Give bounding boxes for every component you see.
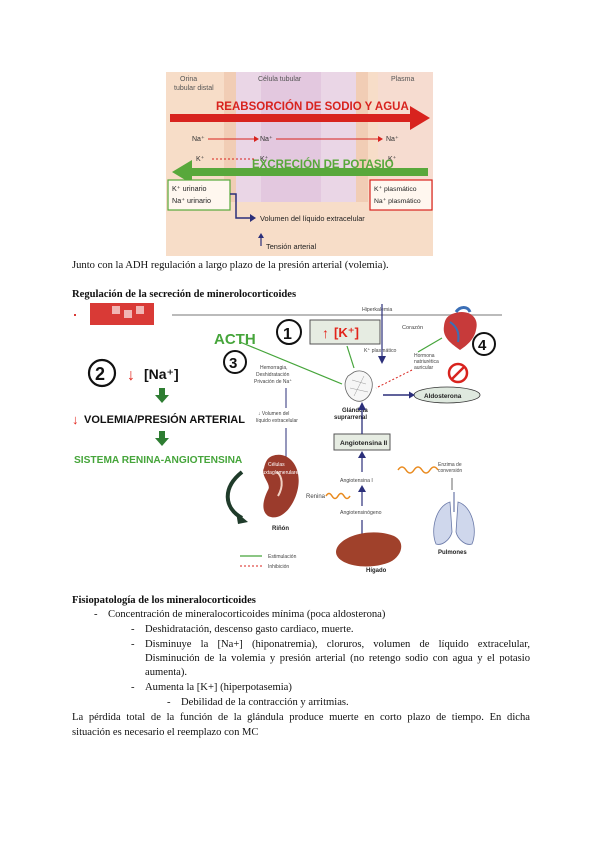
bullet-dash: - xyxy=(131,624,135,635)
hormona-l1: Hormona xyxy=(414,353,435,359)
renina-label: Renina xyxy=(306,494,326,500)
number-4: 4 xyxy=(478,337,487,354)
k-box-label: [K⁺] xyxy=(334,325,359,340)
col-orina-l2: tubular distal xyxy=(174,85,214,92)
legend-estimulacion: Estimulación xyxy=(268,554,297,560)
number-3: 3 xyxy=(229,355,237,372)
number-2: 2 xyxy=(95,364,105,384)
tension-label: Tensión arterial xyxy=(266,242,316,251)
list-item-hiponatremia-l2: Disminución de la volemia y presión arte… xyxy=(145,653,530,664)
angiotensina-ii-label: Angiotensina II xyxy=(340,440,387,447)
ion-na-2: Na⁺ xyxy=(260,135,273,143)
list-item-concentracion: Concentración de mineralocorticoides mín… xyxy=(108,609,386,620)
bullet-dash: - xyxy=(94,609,98,620)
hiperkalemia-label: Hiperkalemia xyxy=(362,307,392,313)
hemorragia-l3: Privación de Na⁺ xyxy=(254,379,292,385)
angiotensinogeno-label: Angiotensinógeno xyxy=(340,510,382,516)
paragraph-adh: Junto con la ADH regulación a largo plaz… xyxy=(72,260,389,271)
col-orina-l1: Orina xyxy=(180,76,197,83)
vol-l1: ↓ Volumen del xyxy=(258,411,289,417)
list-item-hiponatremia-l3: aumenta). xyxy=(145,667,188,678)
adrenal-gland-icon xyxy=(344,370,373,402)
ion-na-3: Na⁺ xyxy=(386,135,399,143)
banner-reabsorcion: REABSORCIÓN DE SODIO Y AGUA xyxy=(216,100,409,113)
bullet-dash: - xyxy=(167,697,171,708)
ion-k-1: K⁺ xyxy=(196,155,205,163)
enzima-l2: conversión xyxy=(438,468,462,474)
vol-l2: líquido extracelular xyxy=(256,418,298,424)
col-plasma: Plasma xyxy=(391,76,414,83)
k-urinario: K⁺ urinario xyxy=(172,184,207,193)
angiotensina-i-label: Angiotensina I xyxy=(340,478,373,484)
bullet-dash: - xyxy=(131,682,135,693)
hormona-l2: natriurética xyxy=(414,359,439,365)
kidney-icon xyxy=(263,454,299,518)
col-celula: Célula tubular xyxy=(258,76,302,83)
volemia-label: VOLEMIA/PRESIÓN ARTERIAL xyxy=(84,413,245,426)
number-1: 1 xyxy=(283,326,292,343)
enzima-l1: Enzima de xyxy=(438,462,462,468)
na-label: [Na⁺] xyxy=(144,366,179,382)
celulas-l2: yuxtaglomerulares xyxy=(260,470,301,476)
na-plasmatico: Na⁺ plasmático xyxy=(374,198,421,205)
heart-icon xyxy=(443,306,477,350)
k-plasmatico-2: K⁺ plasmático xyxy=(364,348,397,354)
paragraph-perdida-l2: situación es necesario el reemplazo con … xyxy=(72,727,259,738)
inhibition-icon xyxy=(447,362,469,384)
arrow-up-k: ↑ xyxy=(322,325,329,341)
corazon-label: Corazón xyxy=(402,325,423,331)
volumen-label: Volumen del líquido extracelular xyxy=(260,214,365,223)
aldosterona-label: Aldosterona xyxy=(424,393,462,400)
heading-regulacion: Regulación de la secreción de mineroloco… xyxy=(72,289,297,300)
hemorragia-l2: Deshidratación xyxy=(256,372,290,378)
ion-na-1: Na⁺ xyxy=(192,135,205,143)
ion-k-3: K⁺ xyxy=(388,155,397,163)
hemorragia-l1: Hemorragia, xyxy=(260,365,288,371)
glandula-l1: Glándula xyxy=(342,408,368,414)
regulation-diagram: 2 ↓ [Na⁺] ↓ VOLEMIA/PRESIÓN ARTERIAL SIS… xyxy=(72,300,502,575)
sodium-potassium-diagram: Orina tubular distal Célula tubular Plas… xyxy=(166,72,433,256)
k-plasmatico: K⁺ plasmático xyxy=(374,186,417,193)
lungs-icon xyxy=(433,492,475,545)
glandula-l2: suprarrenal xyxy=(334,415,367,421)
rinon-label: Riñón xyxy=(272,526,289,532)
arrow-down-volemia: ↓ xyxy=(72,412,79,427)
ion-k-2: K⁺ xyxy=(260,155,269,163)
liver-icon xyxy=(336,532,402,567)
bullet-dash: - xyxy=(131,639,135,650)
legend-inhibicion: Inhibición xyxy=(268,564,289,570)
heading-fisiopatologia: Fisiopatología de los mineralocorticoide… xyxy=(72,595,256,606)
na-urinario: Na⁺ urinario xyxy=(172,196,211,205)
sra-label: SISTEMA RENINA-ANGIOTENSINA xyxy=(74,455,243,466)
hormona-l3: auricular xyxy=(414,365,434,371)
list-item-hiperpotasemia: Aumenta la [K+] (hiperpotasemia) xyxy=(145,682,292,693)
list-item-deshidratacion: Deshidratación, descenso gasto cardiaco,… xyxy=(145,624,354,635)
list-item-hiponatremia-l1: Disminuye la [Na+] (hiponatremia), cloru… xyxy=(145,639,530,650)
pulmones-label: Pulmones xyxy=(438,550,467,556)
arrow-down-na: ↓ xyxy=(127,367,135,384)
sodium-potassium-figure: Orina tubular distal Célula tubular Plas… xyxy=(166,72,433,256)
list-item-debilidad: Debilidad de la contracción y arritmias. xyxy=(181,697,349,708)
paragraph-perdida-l1: La pérdida total de la función de la glá… xyxy=(72,712,530,723)
regulation-figure: 2 ↓ [Na⁺] ↓ VOLEMIA/PRESIÓN ARTERIAL SIS… xyxy=(72,300,502,575)
banner-excrecion: EXCRECIÓN DE POTASIO xyxy=(252,158,394,171)
celulas-l1: Células xyxy=(268,462,285,468)
higado-label: Hígado xyxy=(366,568,387,574)
